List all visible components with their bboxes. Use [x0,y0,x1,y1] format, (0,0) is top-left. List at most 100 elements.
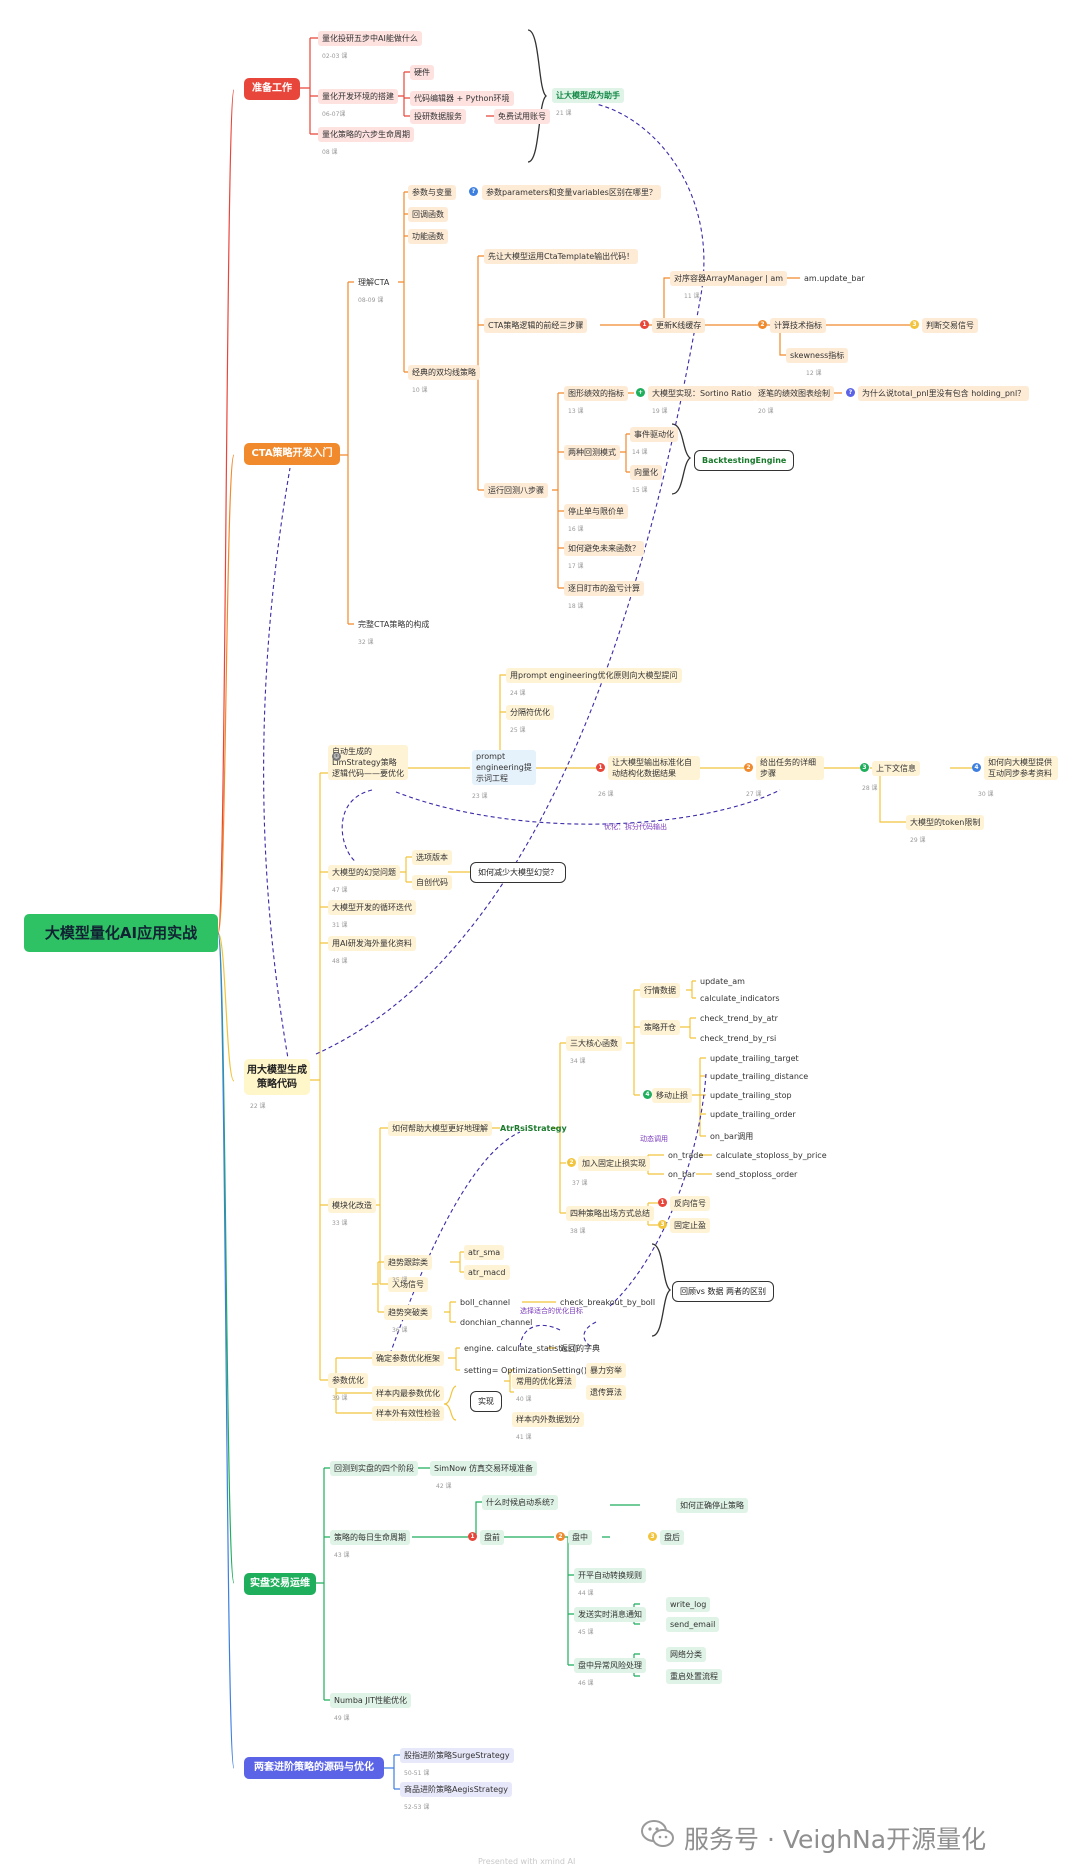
node[interactable]: 事件驱动化 [630,427,678,442]
node[interactable]: SimNow 仿真交易环境准备 [430,1461,538,1476]
node[interactable]: update_trailing_stop [710,1091,792,1100]
topic-live[interactable]: 实盘交易运维 [244,1573,316,1595]
node[interactable]: 两种回测模式 [564,445,620,460]
node[interactable]: 为什么说total_pnl里没有包含 holding_pnl？ [858,386,1030,401]
node[interactable]: 加入固定止损实现 [578,1156,650,1171]
node[interactable]: on_bar [668,1170,696,1179]
node[interactable]: 理解CTA [358,278,390,287]
node[interactable]: 对序容器ArrayManager | am [670,271,788,286]
node[interactable]: Numba JIT性能优化 [330,1693,411,1708]
node-atrrsi[interactable]: AtrRsiStrategy [500,1124,567,1133]
node[interactable]: 盘前 [480,1530,504,1545]
node[interactable]: 投研数据服务 [410,109,466,124]
node[interactable]: setting= OptimizationSetting() [464,1366,588,1375]
node[interactable]: 自创代码 [412,875,452,890]
node[interactable]: 计算技术指标 [770,318,826,333]
topic-cta[interactable]: CTA策略开发入门 [244,443,340,465]
node[interactable]: update_trailing_target [710,1054,799,1063]
root-topic[interactable]: 大模型量化AI应用实战 [24,914,218,952]
node[interactable]: 暴力穷举 [586,1363,626,1378]
node[interactable]: 返回的字典 [560,1344,600,1353]
node[interactable]: 回测到实盘的四个阶段 [330,1461,418,1476]
node[interactable]: update_am [700,977,745,986]
node[interactable]: calculate_indicators [700,994,780,1003]
node[interactable]: 发送实时消息通知 [574,1607,646,1622]
node[interactable]: 固定止盈 [670,1218,710,1233]
node[interactable]: 样本内最参数优化 [372,1386,444,1401]
node[interactable]: 逐日盯市的盈亏计算 [564,581,644,596]
node[interactable]: 上下文信息 [872,761,920,776]
node[interactable]: 大模型开发的循环迭代 [328,900,416,915]
topic-adv[interactable]: 两套进阶策略的源码与优化 [244,1757,384,1779]
node[interactable]: on_bar调用 [710,1132,754,1141]
node[interactable]: 策略开仓 [640,1020,680,1035]
node[interactable]: 分隔符优化 [506,705,554,720]
node[interactable]: engine. calculate_statistics() [464,1344,579,1353]
node[interactable]: 判断交易信号 [922,318,978,333]
node[interactable]: 趋势跟踪类 [384,1255,432,1270]
node[interactable]: 模块化改造 [328,1198,376,1213]
node[interactable]: 样本内外数据划分 [512,1412,584,1427]
node[interactable]: update_trailing_order [710,1110,796,1119]
node[interactable]: on_trade [668,1151,704,1160]
node[interactable]: write_log [666,1597,711,1612]
node[interactable]: atr_sma [464,1245,505,1260]
node-assistant[interactable]: 让大模型成为助手 [552,88,624,103]
node[interactable]: 回调函数 [408,207,448,222]
node[interactable]: 商品进阶策略AegisStrategy [400,1782,512,1797]
node[interactable]: am.update_bar [804,274,865,283]
node[interactable]: 运行回测八步骤 [484,483,548,498]
node[interactable]: 免费试用账号 [494,109,550,124]
node[interactable]: 硬件 [410,65,434,80]
node[interactable]: check_trend_by_atr [700,1014,778,1023]
node[interactable]: 确定参数优化框架 [372,1351,444,1366]
node[interactable]: 样本外有效性检验 [372,1406,444,1421]
node-backtest-vs-data[interactable]: 回顾vs 数据 两者的区别 [672,1281,774,1302]
node[interactable]: 开平自动转换规则 [574,1568,646,1583]
node[interactable]: 给出任务的详细步骤 [756,756,824,780]
node[interactable]: 什么时候启动系统? [482,1495,559,1510]
node[interactable]: update_trailing_distance [710,1072,809,1081]
node[interactable]: 停止单与限价单 [564,504,628,519]
node[interactable]: 代码编辑器 + Python环境 [410,91,514,106]
node[interactable]: 更新K线缓存 [652,318,706,333]
node[interactable]: 四种策略出场方式总结 [566,1206,654,1221]
node[interactable]: 如何帮助大模型更好地理解 [388,1121,492,1136]
node[interactable]: send_email [666,1617,720,1632]
node[interactable]: 反向信号 [670,1196,710,1211]
node[interactable]: atr_macd [464,1265,510,1280]
node[interactable]: 大模型实现：Sortino Ratio [648,386,756,401]
node[interactable]: boll_channel [460,1298,511,1307]
node[interactable]: prompt engineering提示词工程 [472,750,536,785]
node[interactable]: 向量化 [630,465,662,480]
node[interactable]: 盘后 [660,1530,684,1545]
topic-prep[interactable]: 准备工作 [244,78,300,100]
node[interactable]: send_stoploss_order [716,1170,798,1179]
node[interactable]: 遗传算法 [586,1385,626,1400]
node[interactable]: 盘中异常风险处理 [574,1658,646,1673]
node[interactable]: skewness指标 [786,348,849,363]
topic-gen[interactable]: 用大模型生成策略代码 [244,1059,310,1095]
node[interactable]: 大模型的token限制 [906,815,985,830]
node[interactable]: 逐笔的绩效图表绘制 [754,386,834,401]
node[interactable]: 参数parameters和变量variables区别在哪里？ [482,185,661,200]
node[interactable]: 选项版本 [412,850,452,865]
node[interactable]: 常用的优化算法 [512,1374,576,1389]
node-backtesting-engine[interactable]: BacktestingEngine [694,450,795,471]
node[interactable]: 用AI研发海外量化资料 [328,936,416,951]
node[interactable]: 如何避免未来函数？ [564,541,644,556]
node[interactable]: 功能函数 [408,229,448,244]
node[interactable]: 重启处置流程 [666,1669,722,1684]
node[interactable]: 量化投研五步中AI能做什么 [318,31,422,46]
node[interactable]: 移动止损 [652,1088,692,1103]
node[interactable]: 如何向大模型提供互动同步参考资料 [984,756,1058,780]
node[interactable]: 量化开发环境的搭建 [318,89,398,104]
node[interactable]: 量化策略的六步生命周期 [318,127,414,142]
node[interactable]: 自动生成的LimStrategy策略逻辑代码——要优化 [328,745,408,780]
node[interactable]: 先让大模型运用CtaTemplate输出代码！ [484,249,639,264]
node[interactable]: 盘中 [568,1530,592,1545]
node[interactable]: 参数与变量 [408,185,456,200]
node[interactable]: calculate_stoploss_by_price [716,1151,827,1160]
node[interactable]: 网络分类 [666,1647,706,1662]
node[interactable]: CTA策略逻辑的前经三步骤 [484,318,588,333]
